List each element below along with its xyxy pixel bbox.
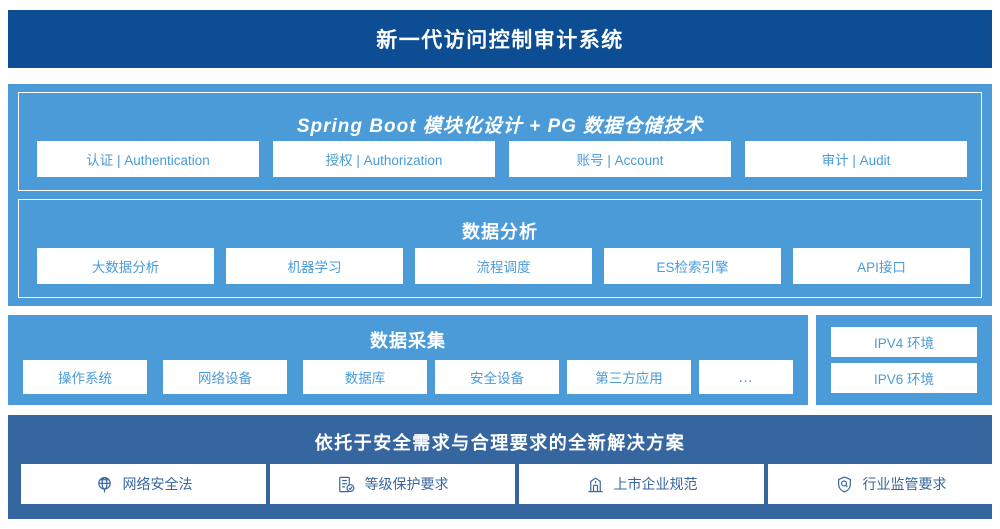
page-title: 新一代访问控制审计系统 [376,29,624,52]
springboot-section-title: Spring Boot 模块化设计 + PG 数据仓储技术 [296,116,704,137]
collect-section-title: 数据采集 [370,331,446,351]
card-ipv4-environment[interactable]: IPV4 环境 [831,327,977,357]
card-account[interactable]: 账号 | Account [509,141,731,177]
document-check-icon [337,475,356,494]
card-network-device[interactable]: 网络设备 [163,360,287,394]
card-label: 操作系统 [58,371,112,386]
card-label: 安全设备 [470,371,524,386]
card-label: 第三方应用 [595,371,663,386]
card-label: 机器学习 [287,260,342,275]
analysis-section-title: 数据分析 [462,222,538,242]
subsection-springboot: Spring Boot 模块化设计 + PG 数据仓储技术 认证 | Authe… [18,92,982,191]
card-authorization[interactable]: 授权 | Authorization [273,141,495,177]
card-label: 审计 | Audit [821,153,891,168]
card-label: API接口 [857,260,906,275]
globe-network-icon [95,475,114,494]
card-audit[interactable]: 审计 | Audit [745,141,967,177]
card-more[interactable]: … [699,360,793,394]
card-cybersecurity-law[interactable]: 网络安全法 [21,464,266,504]
card-label: 账号 | Account [576,153,664,168]
card-es-search-engine[interactable]: ES检索引擎 [604,248,781,284]
card-label: 大数据分析 [91,260,160,275]
card-label: 认证 | Authentication [86,153,210,168]
card-classified-protection[interactable]: 等级保护要求 [270,464,515,504]
section-data-collection: 数据采集 操作系统 网络设备 数据库 安全设备 第三方应用 … [8,315,808,405]
section-environment: IPV4 环境 IPV6 环境 [816,315,992,405]
card-machine-learning[interactable]: 机器学习 [226,248,403,284]
card-label: ES检索引擎 [656,260,729,275]
card-security-device[interactable]: 安全设备 [435,360,559,394]
subsection-data-analysis: 数据分析 大数据分析 机器学习 流程调度 ES检索引擎 API接口 [18,199,982,298]
card-label: 数据库 [344,371,386,386]
card-database[interactable]: 数据库 [303,360,427,394]
section-platform: Spring Boot 模块化设计 + PG 数据仓储技术 认证 | Authe… [8,84,992,306]
card-industry-regulation[interactable]: 行业监管要求 [768,464,1000,504]
card-label: 网络设备 [198,371,252,386]
card-api-interface[interactable]: API接口 [793,248,970,284]
card-label: … [738,368,754,386]
card-label: 网络安全法 [122,476,193,492]
card-label: IPV6 环境 [873,372,935,387]
solution-section-title: 依托于安全需求与合理要求的全新解决方案 [314,433,686,453]
shield-search-icon [835,475,854,494]
card-authentication[interactable]: 认证 | Authentication [37,141,259,177]
card-big-data-analysis[interactable]: 大数据分析 [37,248,214,284]
card-ipv6-environment[interactable]: IPV6 环境 [831,363,977,393]
card-label: 上市企业规范 [613,476,698,492]
card-process-scheduling[interactable]: 流程调度 [415,248,592,284]
card-label: 等级保护要求 [364,476,449,492]
card-third-party-app[interactable]: 第三方应用 [567,360,691,394]
card-operating-system[interactable]: 操作系统 [23,360,147,394]
card-listed-company-standard[interactable]: 上市企业规范 [519,464,764,504]
card-label: 行业监管要求 [862,476,947,492]
section-solution: 依托于安全需求与合理要求的全新解决方案 网络安全法 [8,415,1000,519]
card-label: 流程调度 [476,260,531,275]
card-label: IPV4 环境 [873,336,935,351]
bank-building-icon [586,475,605,494]
card-label: 授权 | Authorization [325,153,443,168]
page-header: 新一代访问控制审计系统 [8,10,992,68]
